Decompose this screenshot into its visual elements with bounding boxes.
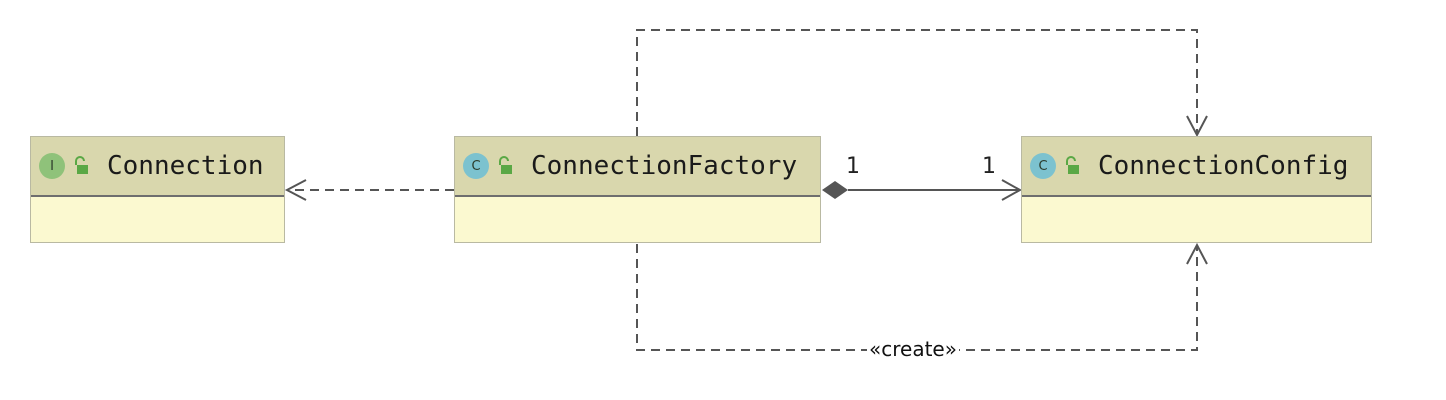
dependency-edge-top[interactable] — [636, 29, 1208, 138]
class-connection-factory[interactable]: C ConnectionFactory — [454, 136, 821, 243]
open-arrow-head — [1186, 115, 1208, 138]
source-multiplicity-label: 1 — [846, 154, 860, 179]
class-header: C ConnectionFactory — [455, 137, 820, 197]
open-arrow-head — [1001, 179, 1023, 201]
class-connection[interactable]: I Connection — [30, 136, 285, 243]
create-stereotype-label: «create» — [867, 337, 959, 361]
public-lock-icon — [75, 156, 88, 174]
class-icon: C — [463, 153, 489, 179]
target-multiplicity-label: 1 — [982, 154, 996, 179]
open-arrow-head — [284, 179, 307, 201]
class-header: I Connection — [31, 137, 284, 197]
composition-diamond — [822, 181, 848, 199]
open-arrow-head — [1186, 242, 1208, 265]
class-name: ConnectionFactory — [531, 151, 798, 181]
composition-edge-factory-config[interactable] — [822, 179, 1023, 201]
create-dependency-edge[interactable] — [636, 242, 1208, 351]
interface-icon: I — [39, 153, 65, 179]
class-connection-config[interactable]: C ConnectionConfig — [1021, 136, 1372, 243]
class-members — [31, 197, 284, 241]
class-members — [455, 197, 820, 241]
class-name: Connection — [107, 151, 264, 181]
class-name: ConnectionConfig — [1098, 151, 1349, 181]
class-members — [1022, 197, 1371, 241]
public-lock-icon — [499, 156, 512, 174]
public-lock-icon — [1066, 156, 1079, 174]
class-icon: C — [1030, 153, 1056, 179]
dependency-edge-factory-connection[interactable] — [284, 179, 454, 201]
class-header: C ConnectionConfig — [1022, 137, 1371, 197]
